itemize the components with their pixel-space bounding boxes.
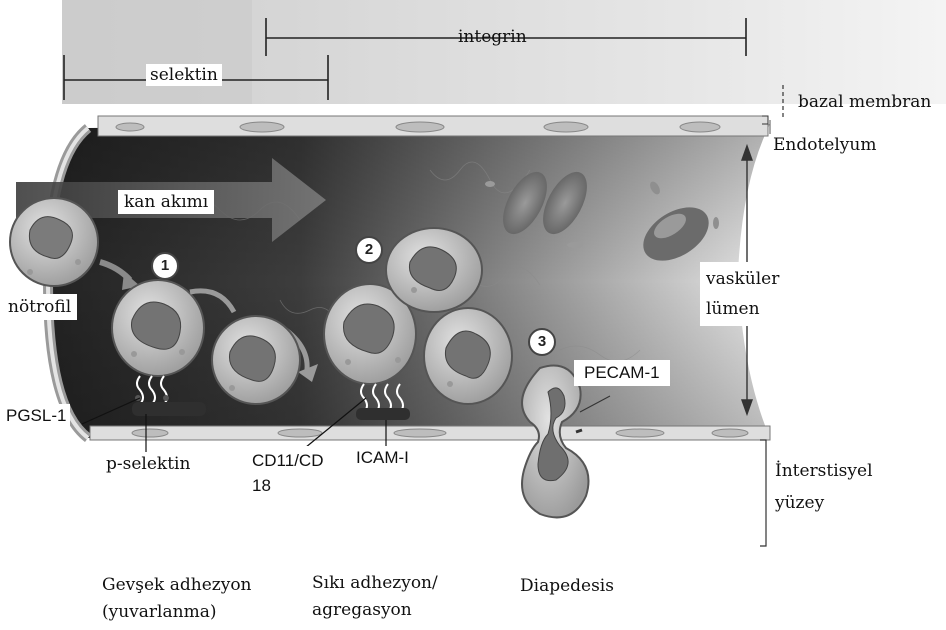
stage-diapedesis: Diapedesis: [520, 576, 614, 596]
step-2-badge: 2: [355, 236, 383, 264]
cd11-cd18-label: CD11/CD 18: [246, 446, 329, 500]
interstisyel-label: İnterstisyel yüzey: [775, 455, 873, 519]
p-selektin-label: p-selektin: [100, 452, 196, 476]
stage-tight-adhesion: Sıkı adhezyon/ agregasyon: [312, 570, 438, 624]
neutrophil-rolling-2: [212, 316, 300, 404]
step-1-badge: 1: [151, 252, 179, 280]
vessel-wall-top: [98, 116, 770, 136]
neutrophil-adherent-3: [424, 308, 512, 404]
selektin-label: selektin: [146, 64, 222, 86]
vaskuler-lumen-label: vasküler lümen: [700, 262, 785, 326]
pecam-1-label: PECAM-1: [574, 360, 670, 386]
neutrophil-entering: [10, 198, 98, 286]
pgsl-1-label: PGSL-1: [2, 404, 70, 428]
neutrophil-diapedesis: [522, 366, 589, 518]
neutrophil-adherent-2: [386, 228, 482, 312]
endotelyum-label: Endotelyum: [773, 135, 876, 155]
interstitial-bracket: [760, 440, 766, 546]
stage-loose-adhesion: Gevşek adhezyon (yuvarlanma): [102, 572, 252, 626]
vessel-wall-bottom: [90, 426, 770, 440]
integrin-label: integrin: [454, 26, 531, 48]
kan-akimi-label: kan akımı: [118, 190, 214, 214]
bazal-membran-label: bazal membran: [798, 92, 931, 112]
neutrophil-rolling-1: [112, 280, 204, 376]
notrofil-label: nötrofil: [2, 294, 77, 320]
icam-label: ICAM-I: [350, 446, 415, 470]
step-3-badge: 3: [528, 328, 556, 356]
